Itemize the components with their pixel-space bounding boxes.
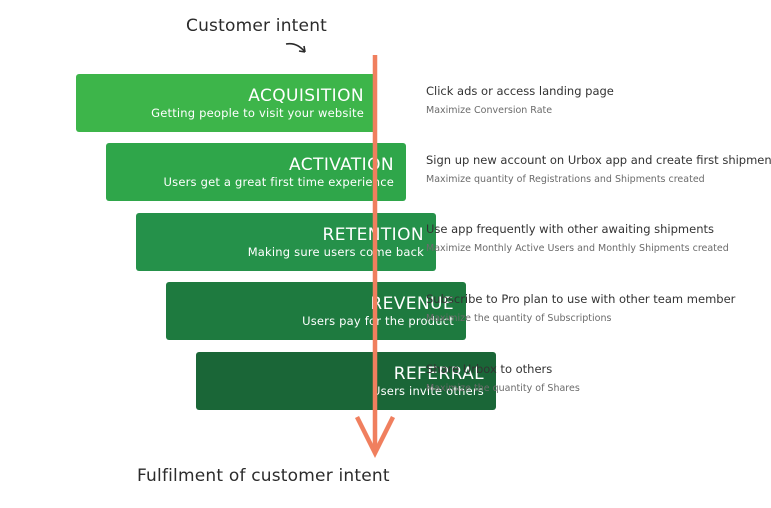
stage-name: REVENUE — [370, 293, 454, 314]
stage-action: Share Urbox to others — [426, 362, 553, 376]
stage-action: Click ads or access landing page — [426, 84, 614, 98]
stage-metric: Maximize the quantity of Subscriptions — [426, 313, 612, 324]
stage-subtitle: Users invite others — [371, 383, 484, 398]
stage-name: ACQUISITION — [248, 85, 364, 106]
stage-subtitle: Users get a great first time experience — [163, 174, 394, 189]
stage-subtitle: Making sure users come back — [247, 244, 424, 259]
stage-acquisition: ACQUISITION Getting people to visit your… — [76, 74, 376, 132]
stage-revenue: REVENUE Users pay for the product — [166, 282, 466, 340]
stage-name: ACTIVATION — [289, 154, 394, 175]
stage-description-revenue: Subscribe to Pro plan to use with other … — [426, 292, 771, 325]
down-arrow-icon — [355, 55, 396, 459]
stage-activation: ACTIVATION Users get a great first time … — [106, 143, 406, 201]
stage-metric: Maximize the quantity of Shares — [426, 383, 580, 394]
stage-description-retention: Use app frequently with other awaiting s… — [426, 222, 771, 255]
stage-description-acquisition: Click ads or access landing page Maximiz… — [426, 84, 771, 117]
customer-intent-label: Customer intent — [186, 16, 328, 36]
stage-subtitle: Users pay for the product — [302, 313, 454, 328]
stage-metric: Maximize Conversion Rate — [426, 105, 553, 116]
stage-metric: Maximize Monthly Active Users and Monthl… — [426, 243, 729, 254]
stage-metric: Maximize quantity of Registrations and S… — [426, 174, 705, 185]
stage-action: Sign up new account on Urbox app and cre… — [426, 153, 771, 167]
fulfilment-label: Fulfilment of customer intent — [137, 466, 390, 486]
stage-description-activation: Sign up new account on Urbox app and cre… — [426, 153, 771, 186]
stage-description-referral: Share Urbox to others Maximize the quant… — [426, 362, 771, 395]
curved-arrow-icon — [285, 42, 306, 53]
stage-retention: RETENTION Making sure users come back — [136, 213, 436, 271]
stage-referral: REFERRAL Users invite others — [196, 352, 496, 410]
stage-name: REFERRAL — [393, 363, 484, 384]
stage-action: Subscribe to Pro plan to use with other … — [426, 292, 736, 306]
stage-action: Use app frequently with other awaiting s… — [426, 222, 714, 236]
stage-subtitle: Getting people to visit your website — [151, 105, 364, 120]
